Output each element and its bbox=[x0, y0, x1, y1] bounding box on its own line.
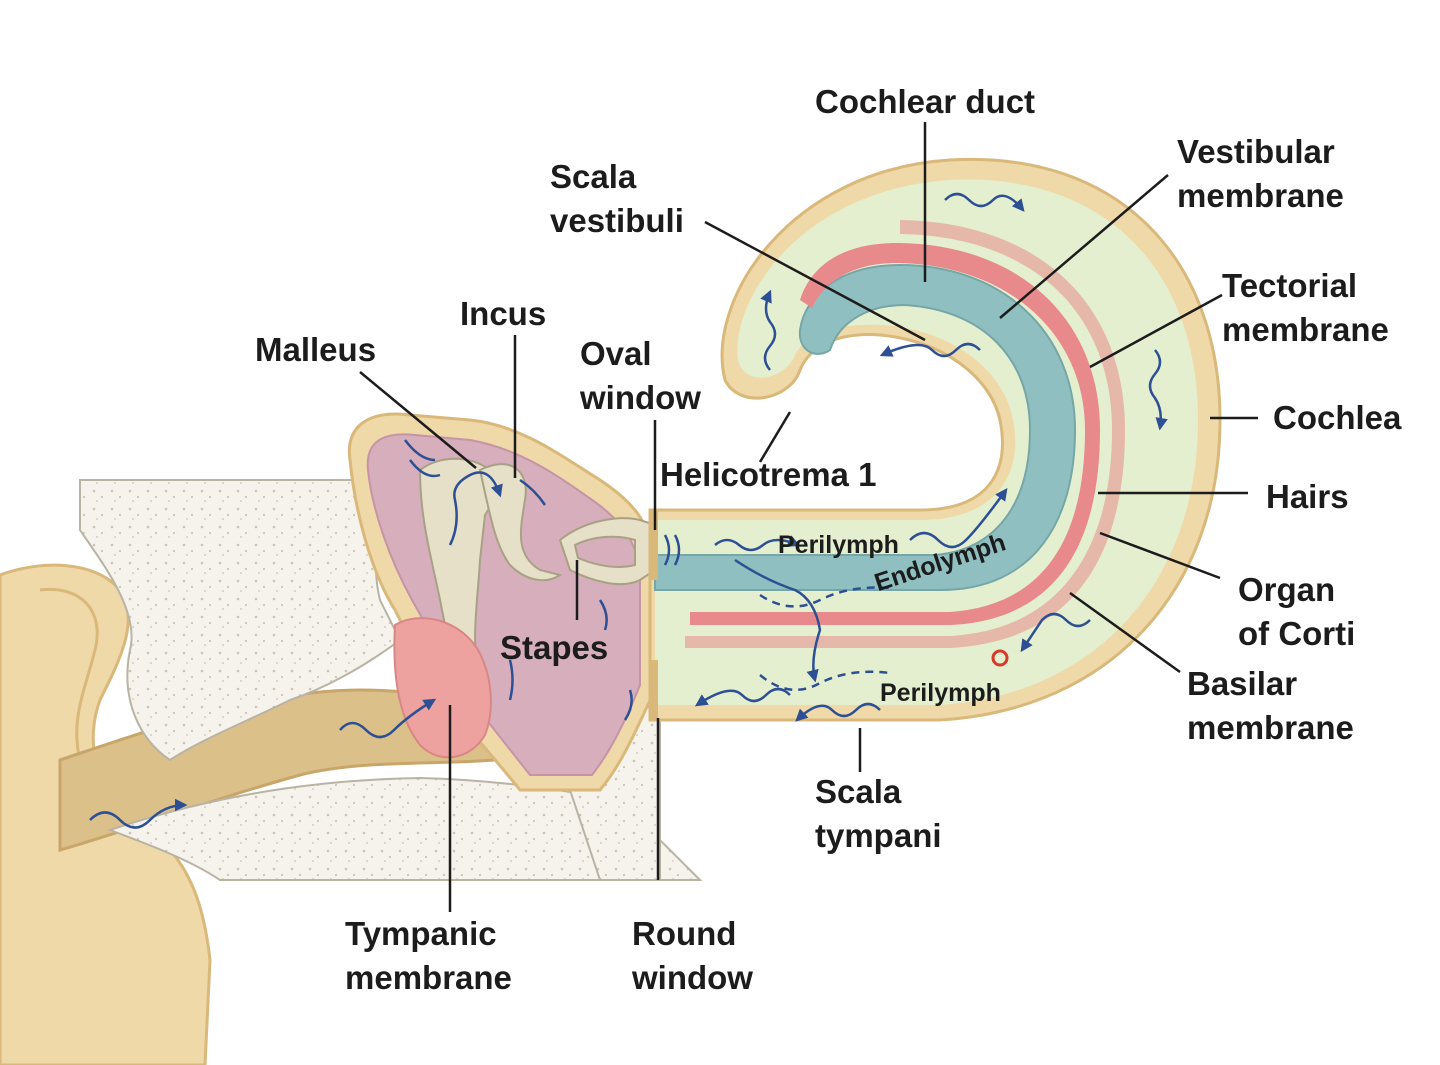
label-tympanic-membrane-line1: Tympanic bbox=[345, 915, 497, 952]
upper-bone bbox=[79, 479, 402, 762]
wave-arrow bbox=[944, 192, 1025, 212]
round-window-wall bbox=[650, 660, 658, 720]
label-basilar-membrane-line1: Basilar bbox=[1187, 665, 1298, 702]
leader-basilar-membrane bbox=[1069, 591, 1181, 674]
wave-arrow bbox=[89, 798, 188, 829]
label-perilymph-upper: Perilymph bbox=[778, 531, 899, 559]
wave-arrow bbox=[448, 471, 503, 546]
label-round-window-line1: Round bbox=[632, 915, 737, 952]
label-round-window-line2: window bbox=[632, 959, 753, 996]
label-hairs: Hairs bbox=[1266, 478, 1349, 515]
leader-vestibular-membrane bbox=[999, 174, 1169, 319]
label-incus: Incus bbox=[460, 295, 547, 332]
dashed-wave bbox=[759, 670, 891, 692]
leader-tectorial-membrane bbox=[1089, 293, 1223, 369]
wave-arrow bbox=[694, 687, 791, 707]
tympanic-membrane-shape bbox=[393, 617, 492, 759]
label-tectorial-membrane-line1: Tectorial bbox=[1222, 267, 1358, 304]
cochlea bbox=[648, 157, 1222, 722]
label-cochlea: Cochlea bbox=[1273, 399, 1402, 436]
wave-arrow bbox=[760, 289, 777, 371]
label-scala-tympani-line2: tympani bbox=[815, 817, 942, 854]
label-scala-vestibuli-line2: vestibuli bbox=[550, 202, 684, 239]
label-stapes: Stapes bbox=[500, 629, 609, 666]
label-scala-vestibuli-line1: Scala bbox=[550, 158, 637, 195]
cochlear-duct-shape bbox=[654, 263, 1077, 591]
label-basilar-membrane-line2: membrane bbox=[1187, 709, 1354, 746]
label-cochlear-duct: Cochlear duct bbox=[815, 83, 1036, 120]
leader-malleus bbox=[359, 371, 477, 469]
wave-arrow bbox=[1020, 612, 1091, 653]
ossicles bbox=[393, 457, 656, 759]
label-oval-window-line1: Oval bbox=[580, 335, 652, 372]
pinna-fold bbox=[39, 587, 99, 761]
leader-helicotrema bbox=[758, 411, 792, 463]
label-malleus: Malleus bbox=[255, 331, 377, 368]
label-tympanic-membrane-line2: membrane bbox=[345, 959, 512, 996]
oval-window-wall bbox=[650, 510, 658, 580]
wave-arrow bbox=[909, 487, 1008, 549]
wave-arrow bbox=[714, 535, 801, 552]
label-vestibular-membrane-line1: Vestibular bbox=[1177, 133, 1335, 170]
label-vestibular-membrane-line2: membrane bbox=[1177, 177, 1344, 214]
label-scala-tympani-line1: Scala bbox=[815, 773, 902, 810]
wave-arrow bbox=[339, 698, 437, 739]
label-organ-of-corti-line1: Organ bbox=[1238, 571, 1336, 608]
motion-marks bbox=[404, 439, 681, 721]
wave-arrow bbox=[734, 558, 822, 683]
leader-scala-vestibuli bbox=[704, 220, 926, 342]
leader-lines bbox=[359, 122, 1258, 912]
wave-arrows bbox=[89, 192, 1168, 829]
leader-organ-of-corti bbox=[1099, 531, 1221, 580]
label-tectorial-membrane-line2: membrane bbox=[1222, 311, 1389, 348]
label-organ-of-corti-line2: of Corti bbox=[1238, 615, 1356, 652]
dashed-wave bbox=[759, 586, 891, 608]
label-perilymph-lower: Perilymph bbox=[880, 679, 1001, 707]
wave-arrow bbox=[1148, 349, 1168, 431]
wave-arrow bbox=[795, 702, 881, 722]
label-helicotrema: Helicotrema 1 bbox=[660, 456, 877, 493]
lower-bone bbox=[107, 776, 703, 881]
label-oval-window-line2: window bbox=[580, 379, 701, 416]
cursor-marker bbox=[991, 649, 1009, 667]
wave-arrow bbox=[879, 342, 981, 358]
